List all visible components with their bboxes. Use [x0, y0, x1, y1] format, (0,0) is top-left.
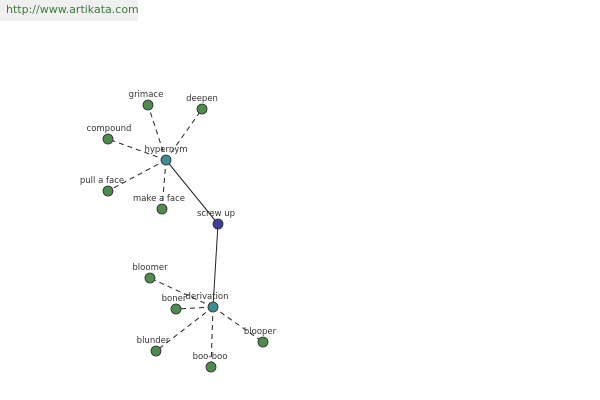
node-blooper[interactable]: blooper [244, 327, 277, 348]
node-pull-a-face[interactable]: pull a face [80, 176, 124, 197]
node-marker-boner[interactable] [170, 303, 182, 315]
node-marker-blooper[interactable] [257, 336, 269, 348]
node-screw-up[interactable]: screw up [197, 209, 235, 230]
graph-nodes: screw up hypernym derivation grimace deepen c… [80, 90, 277, 373]
node-hypernym[interactable]: hypernym [144, 145, 188, 166]
edge-derivation-boo-boo [210, 306, 214, 368]
node-marker-boo-boo[interactable] [205, 361, 217, 373]
edge-hypernym-grimace [147, 104, 167, 161]
node-marker-pull-a-face[interactable] [102, 185, 114, 197]
node-marker-screw-up[interactable] [212, 218, 224, 230]
node-label-grimace: grimace [129, 90, 164, 100]
node-label-make-a-face: make a face [133, 194, 185, 204]
edge-derivation-bloomer [149, 277, 214, 308]
node-label-blunder: blunder [137, 336, 170, 346]
node-derivation[interactable]: derivation [185, 292, 229, 313]
edge-hypernym-pull-a-face [107, 159, 167, 192]
node-label-blooper: blooper [244, 327, 277, 337]
node-marker-make-a-face[interactable] [156, 203, 168, 215]
edge-derivation-boner [175, 306, 214, 310]
node-label-hypernym: hypernym [144, 145, 187, 155]
edge-screw-up-derivation [212, 223, 219, 308]
node-bloomer[interactable]: bloomer [132, 263, 168, 284]
node-label-pull-a-face: pull a face [80, 176, 124, 186]
node-compound[interactable]: compound [87, 124, 132, 145]
node-grimace[interactable]: grimace [129, 90, 164, 111]
node-label-derivation: derivation [185, 292, 228, 302]
node-label-deepen: deepen [186, 94, 218, 104]
node-marker-blunder[interactable] [150, 345, 162, 357]
graph-edges [107, 104, 264, 368]
node-label-boo-boo: boo-boo [193, 352, 228, 362]
node-boner[interactable]: boner [162, 294, 187, 315]
url-banner: http://www.artikata.com [0, 0, 139, 21]
node-marker-grimace[interactable] [142, 99, 154, 111]
node-make-a-face[interactable]: make a face [133, 194, 185, 215]
node-marker-hypernym[interactable] [160, 154, 172, 166]
node-marker-bloomer[interactable] [144, 272, 156, 284]
node-deepen[interactable]: deepen [186, 94, 218, 115]
edge-hypernym-deepen [165, 108, 203, 161]
edge-derivation-blooper [212, 306, 264, 343]
node-label-bloomer: bloomer [132, 263, 168, 273]
edge-hypernym-make-a-face [161, 159, 167, 210]
edge-derivation-blunder [155, 306, 214, 352]
node-marker-deepen[interactable] [196, 103, 208, 115]
site-url-link[interactable]: http://www.artikata.com [6, 3, 139, 16]
node-blunder[interactable]: blunder [137, 336, 170, 357]
edge-hypernym-compound [107, 138, 167, 161]
edge-screw-up-hypernym [165, 159, 219, 225]
node-label-screw-up: screw up [197, 209, 235, 219]
node-label-boner: boner [162, 294, 187, 304]
node-marker-compound[interactable] [102, 133, 114, 145]
node-marker-derivation[interactable] [207, 301, 219, 313]
node-label-compound: compound [87, 124, 132, 134]
node-boo-boo[interactable]: boo-boo [193, 352, 228, 373]
